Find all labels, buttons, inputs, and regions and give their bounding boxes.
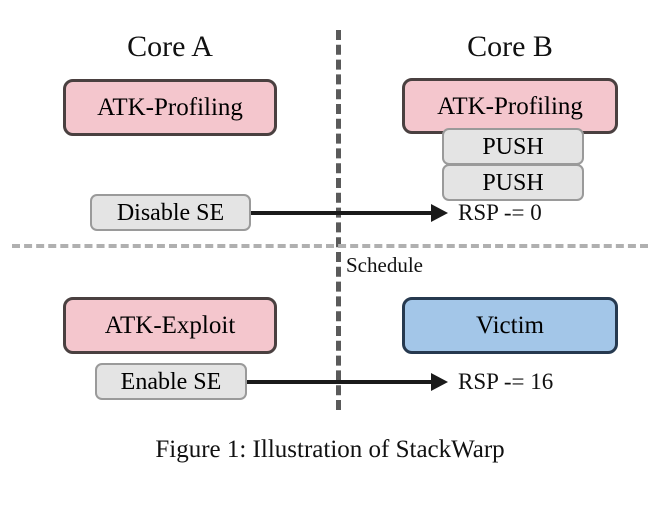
vertical-core-divider: [336, 30, 341, 410]
box-atk-profiling-core-b: ATK-Profiling: [402, 78, 618, 134]
schedule-label: Schedule: [346, 253, 423, 277]
box-disable-se: Disable SE: [90, 194, 251, 231]
arrow-enable-se-to-rsp: [247, 373, 448, 391]
column-header-core-a: Core A: [127, 30, 213, 63]
label-rsp-exploit: RSP -= 16: [458, 369, 554, 394]
box-push-1: PUSH: [442, 128, 584, 165]
arrow-head-icon: [431, 204, 448, 222]
figure-caption: Figure 1: Illustration of StackWarp: [155, 436, 505, 463]
column-header-core-b: Core B: [467, 30, 553, 63]
label-rsp-profiling: RSP -= 0: [458, 200, 542, 225]
arrow-line: [251, 211, 431, 215]
arrow-head-icon: [431, 373, 448, 391]
arrow-line: [247, 380, 431, 384]
arrow-disable-se-to-rsp: [251, 204, 448, 222]
box-push-2: PUSH: [442, 164, 584, 201]
box-atk-exploit: ATK-Exploit: [63, 297, 277, 354]
box-enable-se: Enable SE: [95, 363, 247, 400]
box-atk-profiling-core-a: ATK-Profiling: [63, 79, 277, 136]
horizontal-schedule-divider: [12, 244, 648, 248]
box-victim: Victim: [402, 297, 618, 354]
